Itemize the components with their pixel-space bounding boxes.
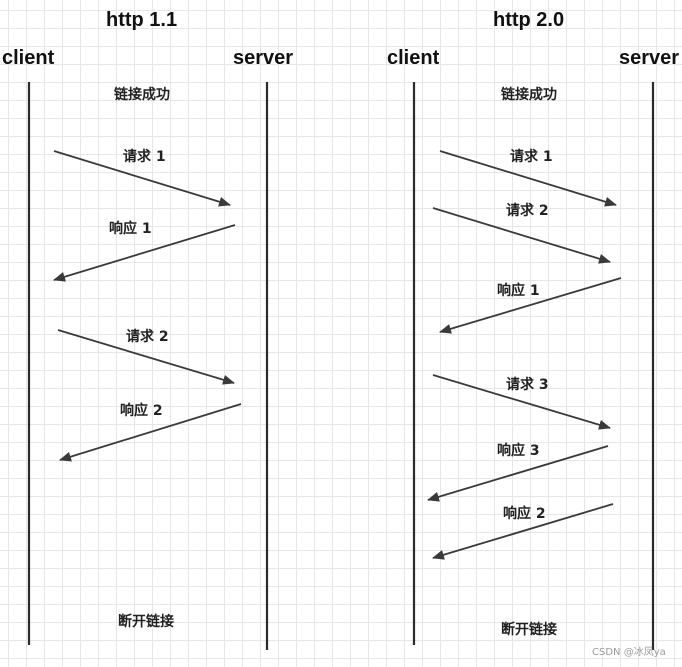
left-client-label: client (2, 47, 55, 69)
right-request-3-arrow (432, 374, 611, 430)
right-request-2-label: 请求 2 (506, 203, 549, 219)
right-response-1-label: 响应 1 (497, 283, 540, 299)
left-request-2-label: 请求 2 (126, 329, 169, 345)
left-request-2-arrow (57, 329, 235, 385)
http11-title: http 1.1 (106, 9, 178, 31)
right-request-1-arrow (439, 150, 617, 207)
right-client-label: client (387, 47, 440, 69)
right-request-2-arrow (432, 207, 611, 264)
left-connect-label: 链接成功 (114, 87, 170, 103)
left-response-1-arrow (53, 224, 236, 282)
left-response-2-label: 响应 2 (120, 403, 163, 419)
right-disconnect-label: 断开链接 (501, 622, 557, 638)
right-response-2-label: 响应 2 (503, 506, 546, 522)
http20-title: http 2.0 (493, 9, 565, 31)
right-response-2-arrow (432, 503, 614, 560)
left-server-label: server (233, 47, 294, 69)
right-response-3-label: 响应 3 (497, 443, 540, 459)
right-response-3-arrow (427, 445, 609, 502)
left-request-1-arrow (53, 150, 231, 207)
left-request-1-label: 请求 1 (123, 149, 166, 165)
right-connect-label: 链接成功 (501, 87, 557, 103)
left-response-2-arrow (59, 403, 242, 462)
right-server-label: server (619, 47, 680, 69)
right-request-3-label: 请求 3 (506, 377, 549, 393)
right-request-1-label: 请求 1 (510, 149, 553, 165)
left-disconnect-label: 断开链接 (118, 614, 174, 630)
right-response-1-arrow (439, 277, 622, 334)
left-response-1-label: 响应 1 (109, 221, 152, 237)
watermark: CSDN @冰凤ya (592, 647, 666, 658)
